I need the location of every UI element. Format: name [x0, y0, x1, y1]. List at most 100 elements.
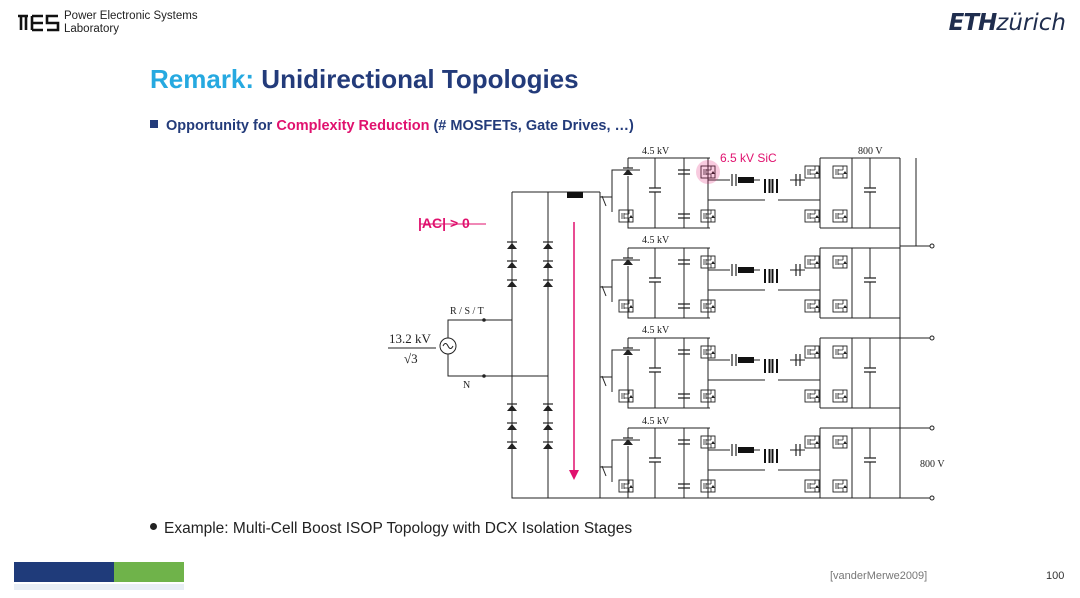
resonant-cap-icon [731, 263, 737, 277]
resonant-inductor-icon [738, 267, 754, 273]
lab-name-line1: Power Electronic Systems [64, 10, 198, 22]
bullet2-text: Example: Multi-Cell Boost ISOP Topology … [164, 520, 633, 537]
output-cap-icon [863, 187, 877, 193]
source-leads [447, 319, 484, 377]
bridge-legs [683, 158, 709, 228]
rectifier-diode-icon [542, 441, 554, 450]
bullet-opportunity: Opportunity for Complexity Reduction (# … [150, 118, 634, 134]
dc-output-top-label: 800 V [858, 146, 883, 157]
voltage-denominator: √3 [404, 351, 418, 366]
sic-label: 6.5 kV SiC [720, 151, 777, 165]
schematic-components [420, 157, 935, 501]
bridge-legs [683, 428, 709, 498]
terminal-dot [482, 374, 486, 378]
dc-link-cap-icon [648, 457, 662, 463]
round-bullet-icon [150, 523, 157, 530]
resonant-inductor-icon [738, 447, 754, 453]
transformer-icon [764, 268, 778, 284]
rectifier-diode-icon [542, 241, 554, 250]
secondary-mosfet-icon [804, 299, 820, 313]
schematic-wiring [484, 191, 601, 499]
output-cap-icon [863, 457, 877, 463]
rectifier-diode-icon [506, 279, 518, 288]
resonant-inductor-icon [738, 357, 754, 363]
boost-mosfet-icon [618, 479, 634, 493]
eth-logo-bold: ETH [948, 10, 998, 36]
secondary-mosfet-icon [832, 435, 848, 449]
bullet1-post: (# MOSFETs, Gate Drives, …) [433, 118, 634, 134]
output-rail [899, 158, 930, 498]
boost-diode-icon [622, 167, 634, 176]
secondary-bridge [819, 157, 900, 229]
secondary-mosfet-icon [804, 435, 820, 449]
cell-voltage-4: 4.5 kV [642, 416, 670, 427]
transformer-icon [764, 178, 778, 194]
citation: [vanderMerwe2009] [830, 570, 928, 582]
rectifier-diode-icon [506, 260, 518, 269]
secondary-mosfet-icon [832, 255, 848, 269]
title-main: Unidirectional Topologies [261, 64, 579, 94]
output-terminal-icon [929, 335, 935, 341]
rectifier-diode-icon [506, 422, 518, 431]
boost-mosfet-icon [618, 299, 634, 313]
dc-link-cap-icon [648, 367, 662, 373]
bridge-legs [683, 248, 709, 318]
output-terminal-icon [929, 243, 935, 249]
secondary-mosfet-icon [832, 209, 848, 223]
ac-label: |AC| > 0 [418, 215, 470, 231]
boost-switch [601, 465, 607, 477]
cell-dc-link [627, 157, 710, 229]
boost-switch [601, 375, 607, 387]
title-remark: Remark: [150, 64, 255, 94]
pes-logo-icon [18, 14, 60, 32]
bullet-example: Example: Multi-Cell Boost ISOP Topology … [150, 520, 632, 538]
boost-mosfet-icon [618, 209, 634, 223]
resonant-cap-icon [731, 173, 737, 187]
output-terminal-icon [929, 495, 935, 501]
cell-voltage-1: 4.5 kV [642, 146, 670, 157]
rectifier-diode-icon [542, 260, 554, 269]
secondary-mosfet-icon [832, 299, 848, 313]
resonant-inductor-icon [738, 177, 754, 183]
resonant-cap-icon [731, 353, 737, 367]
secondary-mosfet-icon [832, 479, 848, 493]
secondary-mosfet-icon [804, 209, 820, 223]
cell-dc-link [627, 337, 710, 409]
bullet1-highlight: Complexity Reduction [276, 118, 430, 134]
neutral-label: N [463, 380, 470, 391]
cell-dc-link [627, 247, 710, 319]
arrow-head-icon [569, 470, 579, 480]
input-inductor-icon [567, 192, 583, 198]
secondary-mosfet-icon [804, 165, 820, 179]
boost-mosfet-icon [618, 389, 634, 403]
terminal-dot [482, 318, 486, 322]
secondary-mosfet-icon [804, 389, 820, 403]
boost-diode-icon [622, 437, 634, 446]
ac-source-wave [442, 343, 454, 349]
boost-diode-icon [622, 347, 634, 356]
transformer-icon [764, 448, 778, 464]
bullet1-pre: Opportunity for [166, 118, 273, 134]
output-terminal-icon [929, 425, 935, 431]
cell-dc-link [627, 427, 710, 499]
secondary-mosfet-icon [804, 479, 820, 493]
output-cap-icon [863, 367, 877, 373]
rectifier-diode-icon [542, 403, 554, 412]
secondary-mosfet-icon [804, 255, 820, 269]
boost-switch [601, 285, 607, 297]
boost-switch [601, 195, 607, 207]
dc-link-cap-icon [648, 187, 662, 193]
eth-zurich-logo: ETHzürich [949, 10, 1066, 36]
rectifier-diode-icon [506, 241, 518, 250]
secondary-bridge [819, 247, 900, 319]
secondary-bridge [819, 427, 900, 499]
secondary-mosfet-icon [832, 165, 848, 179]
square-bullet-icon [150, 120, 158, 128]
bridge-legs [683, 338, 709, 408]
output-cap-icon [863, 277, 877, 283]
ecce-2022-logo [14, 562, 184, 590]
slide-title: Remark: Unidirectional Topologies [150, 64, 579, 95]
voltage-numerator: 13.2 kV [389, 331, 432, 346]
output-parallel-ties [900, 245, 930, 499]
